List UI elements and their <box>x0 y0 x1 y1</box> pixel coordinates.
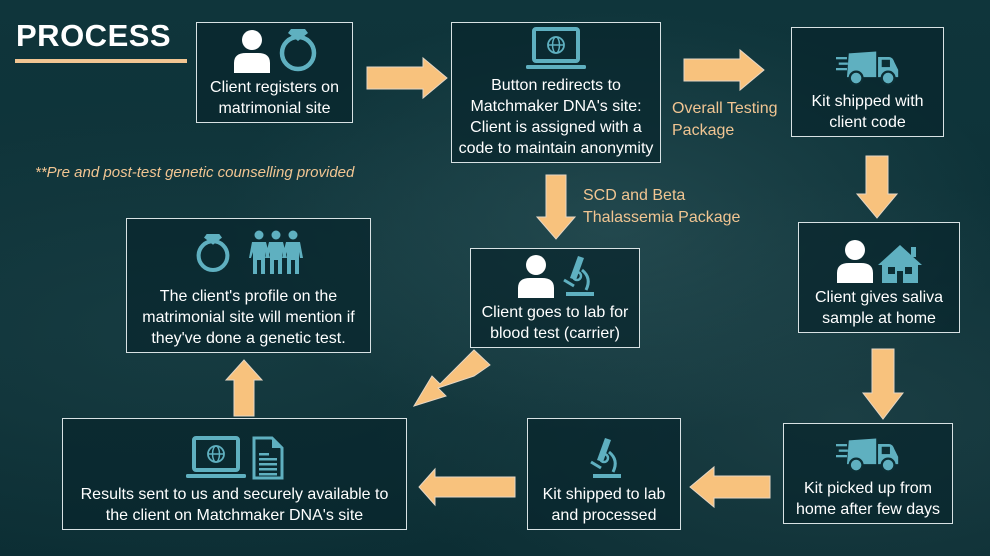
microscope-icon <box>560 254 594 298</box>
step-button-redirects: Button redirects to Matchmaker DNA's sit… <box>451 22 661 163</box>
step-kit-shipped: Kit shipped with client code <box>791 27 944 137</box>
document-icon <box>252 436 284 480</box>
step-label: Client gives saliva sample at home <box>814 289 944 327</box>
laptop-globe-icon <box>186 436 246 480</box>
delivery-truck-icon <box>836 49 900 87</box>
counselling-note: **Pre and post-test genetic counselling … <box>35 164 355 181</box>
step-label: Client goes to lab for blood test (carri… <box>481 304 629 342</box>
ring-icon <box>278 25 318 73</box>
arrow-down-to-blood-test <box>535 174 577 240</box>
step-label: Results sent to us and securely availabl… <box>80 486 389 524</box>
arrow-up-to-profile <box>224 359 264 417</box>
step-label: Client registers on matrimonial site <box>210 79 339 117</box>
step-saliva-sample: Client gives saliva sample at home <box>798 222 960 333</box>
page-title: PROCESS <box>16 18 172 53</box>
arrow-down-left-blood-test-to-results <box>412 349 491 407</box>
step-client-registers: Client registers on matrimonial site <box>196 22 353 123</box>
house-icon <box>877 243 923 283</box>
person-icon <box>835 239 875 283</box>
arrow-right-register-to-redirect <box>366 56 448 100</box>
step-blood-test: Client goes to lab for blood test (carri… <box>470 248 640 348</box>
arrow-right-to-kit-shipped <box>683 48 765 92</box>
step-kit-picked-up: Kit picked up from home after few days <box>783 423 953 524</box>
microscope-icon <box>587 436 621 480</box>
step-label: Kit shipped with client code <box>811 93 924 131</box>
step-label: Button redirects to Matchmaker DNA's sit… <box>458 77 654 157</box>
delivery-truck-icon <box>836 436 900 474</box>
person-icon <box>516 254 556 298</box>
laptop-globe-icon <box>526 27 586 71</box>
step-label: The client's profile on the matrimonial … <box>142 288 355 347</box>
arrow-down-to-pickup <box>861 348 905 420</box>
arrow-left-to-lab <box>689 465 771 509</box>
step-kit-to-lab: Kit shipped to lab and processed <box>527 418 681 530</box>
step-label: Kit shipped to lab and processed <box>542 486 666 524</box>
people-group-icon <box>249 230 303 274</box>
step-results-sent: Results sent to us and securely availabl… <box>62 418 407 530</box>
step-client-profile: The client's profile on the matrimonial … <box>126 218 371 353</box>
branch-label-scd: SCD and Beta Thalassemia Package <box>583 187 741 226</box>
arrow-left-to-results <box>418 467 516 507</box>
step-label: Kit picked up from home after few days <box>795 480 941 518</box>
title-underline <box>15 59 187 63</box>
ring-icon <box>195 230 231 274</box>
person-icon <box>232 29 272 73</box>
arrow-down-to-saliva <box>855 155 899 219</box>
branch-label-overall: Overall Testing Package <box>672 100 778 139</box>
